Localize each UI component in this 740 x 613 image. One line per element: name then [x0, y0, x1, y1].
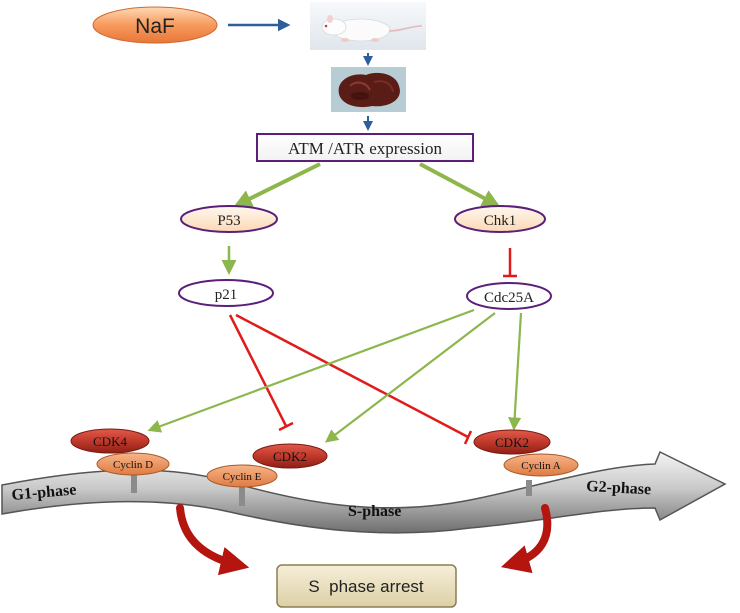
naf-node: NaF	[92, 6, 218, 44]
s-phase-label: S-phase	[348, 503, 401, 520]
g1-phase-label: G1-phase	[11, 481, 77, 504]
liver-image	[331, 67, 406, 112]
p21-inhibits-cdk2-g2	[235, 313, 473, 445]
p53-node: P53	[180, 205, 278, 233]
atm-atr-box: ATM /ATR expression	[256, 133, 474, 162]
atm-atr-label: ATM /ATR expression	[288, 139, 442, 158]
p21-inhibits-cdk2-s	[228, 314, 294, 432]
right-arrest-arrow	[500, 504, 552, 574]
chk1-node: Chk1	[454, 205, 546, 233]
naf-label: NaF	[135, 15, 175, 38]
cdc25a-to-cdk2-g2-arrow	[508, 312, 523, 431]
s-phase-arrest-box: S phase arrest	[276, 564, 457, 608]
cyclin-d-node: Cyclin D	[96, 452, 170, 476]
s-phase-arrest-label: S phase arrest	[308, 577, 424, 596]
cdc25a-to-cdk4-arrow	[147, 308, 475, 433]
cdk2-s-label: CDK2	[273, 449, 307, 464]
p21-label: p21	[215, 287, 238, 303]
p21-node: p21	[178, 279, 274, 307]
p53-label: P53	[217, 213, 240, 229]
cdk2-g2-label: CDK2	[495, 435, 529, 450]
cyclin-d-label: Cyclin D	[113, 459, 153, 471]
chk1-label: Chk1	[484, 213, 517, 229]
atm-to-p53-arrow	[233, 162, 321, 207]
left-arrest-arrow	[176, 504, 250, 576]
g2-phase-label: G2-phase	[586, 478, 652, 498]
cyclin-a-node: Cyclin A	[503, 453, 579, 477]
cdc25a-node: Cdc25A	[466, 282, 552, 310]
cdc25a-label: Cdc25A	[484, 290, 534, 306]
cdk4-node: CDK4	[70, 428, 150, 454]
chk1-inhibits-cdc25a	[503, 248, 517, 278]
cdk2-s-node: CDK2	[252, 443, 328, 469]
cdk2-g2-node: CDK2	[473, 429, 551, 455]
cyclin-a-label: Cyclin A	[521, 460, 560, 472]
mouse-image	[310, 2, 426, 50]
cyclin-e-label: Cyclin E	[223, 471, 262, 483]
atm-to-chk1-arrow	[419, 162, 501, 207]
cdk4-label: CDK4	[93, 434, 127, 449]
cyclin-e-node: Cyclin E	[206, 464, 278, 488]
cdc25a-to-cdk2-s-arrow	[324, 312, 496, 443]
